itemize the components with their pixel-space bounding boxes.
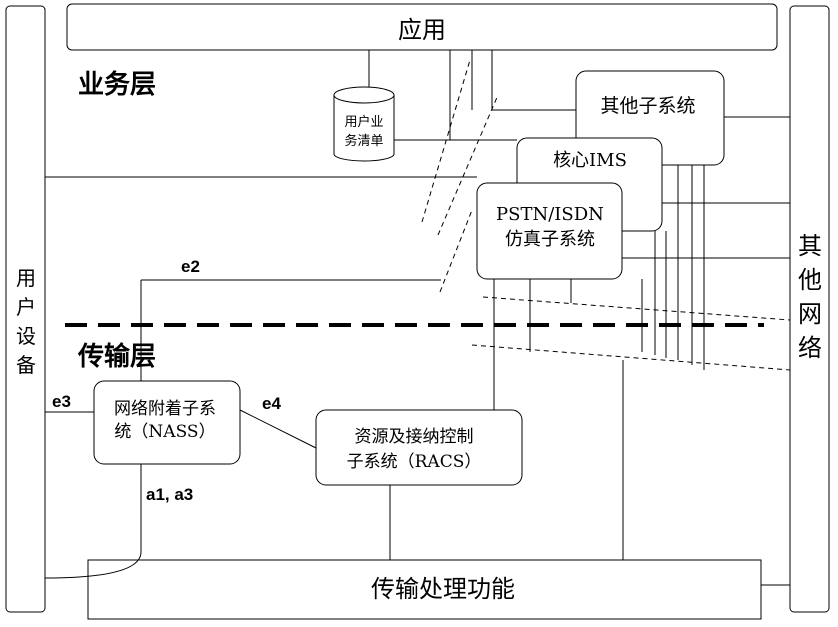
svg-text:资源及接纳控制: 资源及接纳控制 bbox=[355, 427, 474, 447]
other-networks-bar bbox=[789, 5, 830, 613]
pstn-isdn-label: PSTN/ISDN 仿真子系统 bbox=[496, 204, 604, 250]
svg-text:其: 其 bbox=[798, 232, 822, 260]
svg-text:网络附着子系: 网络附着子系 bbox=[114, 399, 216, 419]
svg-text:统（NASS）: 统（NASS） bbox=[114, 422, 215, 442]
db-label: 用户业 务清单 bbox=[344, 114, 383, 149]
service-layer-label: 业务层 bbox=[78, 69, 156, 99]
svg-text:仿真子系统: 仿真子系统 bbox=[505, 229, 595, 250]
pstn-isdn-box bbox=[476, 182, 623, 280]
svg-text:PSTN/ISDN: PSTN/ISDN bbox=[496, 204, 604, 225]
svg-text:备: 备 bbox=[16, 353, 36, 377]
other-networks-label: 其 他 网 络 bbox=[798, 232, 822, 362]
e2-label: e2 bbox=[181, 257, 200, 276]
nass-box bbox=[93, 380, 241, 465]
other-subsystems-label: 其他子系统 bbox=[600, 95, 695, 117]
svg-text:设: 设 bbox=[16, 324, 36, 348]
svg-text:络: 络 bbox=[798, 334, 822, 362]
user-equipment-label: 用 户 设 备 bbox=[16, 266, 36, 377]
user-equipment-bar bbox=[5, 5, 46, 613]
racs-box bbox=[315, 409, 523, 486]
a1-a3-label: a1, a3 bbox=[146, 485, 193, 504]
svg-text:他: 他 bbox=[798, 266, 822, 294]
svg-text:子系统（RACS）: 子系统（RACS） bbox=[347, 452, 482, 472]
svg-text:用: 用 bbox=[16, 266, 36, 290]
e3-label: e3 bbox=[52, 392, 71, 411]
svg-text:务清单: 务清单 bbox=[344, 133, 383, 149]
e4-label: e4 bbox=[262, 394, 281, 413]
user-service-db bbox=[333, 86, 395, 162]
nass-label: 网络附着子系 统（NASS） bbox=[114, 399, 216, 442]
core-ims-label: 核心IMS bbox=[553, 150, 627, 171]
transfer-function-label: 传输处理功能 bbox=[371, 575, 515, 603]
svg-text:户: 户 bbox=[16, 295, 36, 319]
svg-text:网: 网 bbox=[798, 300, 822, 328]
transfer-function-box bbox=[87, 559, 762, 620]
svg-text:用户业: 用户业 bbox=[344, 114, 383, 130]
racs-label: 资源及接纳控制 子系统（RACS） bbox=[347, 427, 482, 472]
transport-layer-label: 传输层 bbox=[77, 341, 156, 371]
application-box bbox=[66, 3, 778, 51]
application-label: 应用 bbox=[398, 16, 446, 44]
